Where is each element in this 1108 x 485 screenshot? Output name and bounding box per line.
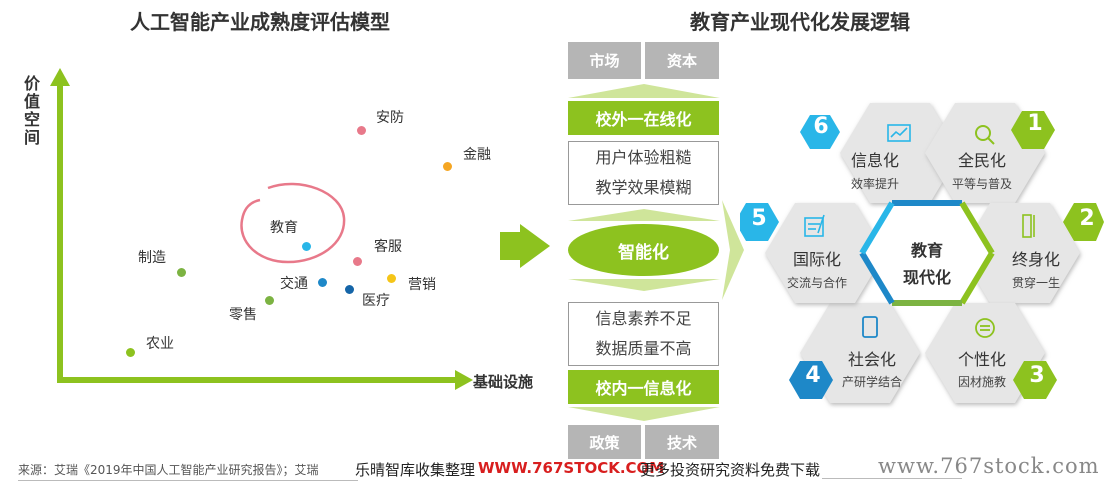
badge-2-num: 2 — [1079, 206, 1095, 231]
issues-bottom-box: 信息素养不足 数据质量不高 — [568, 302, 719, 366]
search-icon — [975, 125, 995, 145]
x-axis-arrow — [455, 370, 473, 390]
badge-3 — [1013, 361, 1057, 399]
hex-center — [862, 203, 992, 303]
source-underline — [18, 480, 358, 481]
core-cap-top — [568, 209, 720, 221]
chat-icon — [975, 318, 995, 338]
point-label-transport: 交通 — [280, 276, 308, 292]
point-label-manufacturing: 制造 — [138, 250, 166, 266]
point-label-security: 安防 — [376, 110, 404, 126]
flow-arrow-head — [520, 224, 550, 268]
item-personalized-title: 个性化 — [957, 350, 1006, 369]
point-dot-agriculture — [126, 348, 135, 357]
badge-6-num: 6 — [813, 114, 829, 139]
item-social-title: 社会化 — [847, 350, 896, 369]
point-dot-transport — [318, 278, 327, 287]
item-personalized-sub: 因材施教 — [957, 375, 1006, 389]
point-dot-manufacturing — [177, 268, 186, 277]
left-title: 人工智能产业成熟度评估模型 — [130, 10, 390, 34]
school-external-bar: 校外一在线化 — [568, 101, 719, 135]
badge-1-num: 1 — [1027, 111, 1043, 136]
y-axis-arrow — [50, 68, 70, 86]
cell-policy: 政策 — [568, 425, 641, 459]
point-dot-marketing — [387, 274, 396, 283]
y-axis — [57, 85, 63, 383]
ruler-icon — [1022, 214, 1035, 238]
chart-board-icon — [887, 124, 911, 142]
badge-4-num: 4 — [805, 363, 821, 388]
issue-data-quality: 数据质量不高 — [595, 339, 692, 358]
hex-lifelong — [960, 203, 1080, 303]
watermark-underline — [822, 478, 962, 479]
outer-cap-top — [568, 84, 720, 98]
badge-4 — [789, 361, 833, 399]
source-note: 来源：艾瑞《2019年中国人工智能产业研究报告》；艾瑞 — [18, 463, 319, 477]
point-dot-medical — [345, 285, 354, 294]
cell-capital: 资本 — [645, 42, 719, 79]
point-dot-security — [357, 126, 366, 135]
point-label-finance: 金融 — [463, 147, 491, 163]
badge-5 — [740, 203, 779, 241]
watermark-cn: 乐晴智库收集整理 — [355, 461, 476, 479]
item-informatization-title: 信息化 — [850, 151, 899, 170]
hex-informatization — [840, 103, 960, 203]
issues-top-box: 用户体验粗糙 教学效果模糊 — [568, 141, 719, 205]
cell-market: 市场 — [568, 42, 641, 79]
point-label-marketing: 营销 — [408, 277, 436, 293]
item-universal-title: 全民化 — [957, 151, 1006, 170]
badge-1 — [1011, 111, 1055, 149]
point-dot-finance — [443, 162, 452, 171]
cell-technology: 技术 — [645, 425, 719, 459]
hex-diagram — [740, 103, 1104, 403]
document-pen-icon — [804, 214, 825, 237]
school-internal-bar: 校内一信息化 — [568, 370, 719, 404]
point-label-retail: 零售 — [229, 307, 257, 323]
point-label-agriculture: 农业 — [146, 336, 174, 352]
point-label-education: 教育 — [270, 220, 298, 236]
item-lifelong-sub: 贯穿一生 — [1011, 276, 1060, 290]
watermark-brand[interactable]: WWW.767STOCK.COM — [478, 459, 665, 477]
x-axis-label: 基础设施 — [473, 373, 534, 391]
x-axis — [57, 377, 457, 383]
core-ellipse — [568, 224, 719, 276]
tablet-icon — [862, 316, 878, 338]
chevron-right-icon — [722, 200, 744, 300]
hex-international — [765, 203, 885, 303]
center-line1: 教育 — [910, 241, 943, 260]
item-universal-sub: 平等与普及 — [951, 177, 1012, 191]
item-social-sub: 产研学结合 — [841, 375, 902, 389]
item-lifelong-title: 终身化 — [1011, 250, 1060, 269]
core-cap-bottom — [568, 279, 720, 291]
badge-2 — [1063, 203, 1104, 241]
watermark-url[interactable]: www.767stock.com — [878, 454, 1100, 478]
right-title: 教育产业现代化发展逻辑 — [690, 10, 910, 34]
point-label-customer-service: 客服 — [374, 239, 402, 255]
center-line2: 现代化 — [902, 268, 951, 287]
item-international-title: 国际化 — [792, 250, 841, 269]
item-informatization-sub: 效率提升 — [850, 177, 899, 191]
core-label: 智能化 — [618, 242, 669, 263]
flow-arrow-body — [500, 232, 522, 260]
badge-3-num: 3 — [1029, 363, 1045, 388]
point-dot-retail — [265, 296, 274, 305]
issue-literacy: 信息素养不足 — [595, 309, 692, 328]
point-dot-customer-service — [353, 257, 362, 266]
y-axis-label: 价值空间 — [24, 74, 41, 147]
issue-ux: 用户体验粗糙 — [595, 148, 692, 167]
watermark-download: 更多投资研究资料免费下载 — [640, 461, 821, 479]
item-international-sub: 交流与合作 — [786, 276, 847, 290]
outer-cap-bottom — [568, 407, 720, 421]
education-highlight-loop — [240, 182, 346, 264]
issue-teaching: 教学效果模糊 — [595, 178, 692, 197]
point-dot-education — [302, 242, 311, 251]
badge-5-num: 5 — [751, 206, 767, 231]
badge-6 — [800, 115, 840, 149]
point-label-medical: 医疗 — [362, 293, 390, 309]
